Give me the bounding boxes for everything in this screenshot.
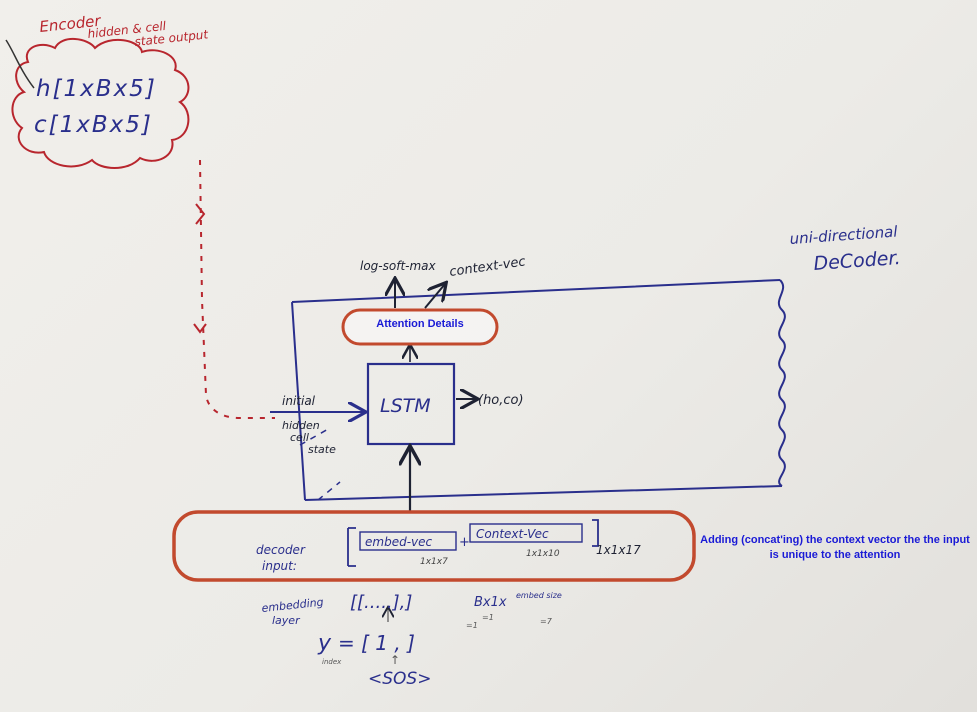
lstm-label: LSTM xyxy=(380,395,431,417)
input-plus-sign: + xyxy=(459,535,470,550)
lstm-output-label: (ho,co) xyxy=(478,393,524,408)
sos-token: <SOS> xyxy=(368,669,431,689)
y-symbol: y xyxy=(317,631,332,656)
decoder-input-label-line1: decoder xyxy=(256,543,306,557)
embed-vec-box xyxy=(359,531,457,551)
embed-dim-label: 1x1x7 xyxy=(420,557,448,567)
encoder-h-label: h[1xBx5] xyxy=(36,76,157,102)
encoder-to-decoder-path xyxy=(199,159,275,419)
embedding-sub-b: =1 xyxy=(482,613,494,622)
context-vec-output-label: context-vec xyxy=(448,254,526,280)
decoder-input-label-line2: input: xyxy=(262,559,297,573)
adding-context-note: Adding (concat'ing) the context vector t… xyxy=(700,534,970,561)
attention-callout-label: Attention Details xyxy=(376,318,464,330)
context-vec-input-label: Context-Vec xyxy=(476,527,549,541)
y-vector: = [ 1 , ] xyxy=(338,631,415,655)
embedding-shape-sup: embed size xyxy=(516,591,562,600)
decoder-box-hatch xyxy=(299,427,341,501)
y-subscript: index xyxy=(322,658,342,666)
total-dim-label: 1x1x17 xyxy=(596,543,641,557)
attention-callout xyxy=(341,308,499,346)
input-close-bracket xyxy=(592,519,599,547)
y-up-arrow: ↑ xyxy=(390,653,400,667)
decoder-title-line1: uni-directional xyxy=(789,222,899,248)
encoder-path-chevron-2 xyxy=(193,323,207,334)
encoder-c-label: c[1xBx5] xyxy=(34,112,153,138)
context-vec-arrow xyxy=(424,284,445,309)
encoder-cloud xyxy=(11,38,190,169)
context-vec-box xyxy=(469,523,583,543)
initial-state-line2: hidden xyxy=(282,419,320,432)
decoder-box xyxy=(291,279,783,501)
initial-state-line1: initial xyxy=(282,394,316,408)
embedding-label-line2: layer xyxy=(272,614,301,627)
y-sub: =1 xyxy=(466,621,478,630)
initial-state-line3: cell xyxy=(290,431,309,444)
decoder-input-callout xyxy=(172,510,696,582)
decoder-title-line2: DeCoder. xyxy=(813,247,901,275)
embed-vec-label: embed-vec xyxy=(365,535,433,549)
embedding-sub-size: =7 xyxy=(540,617,553,626)
input-open-bracket xyxy=(347,527,356,567)
initial-state-line4: state xyxy=(308,443,336,456)
log-softmax-label: log-soft-max xyxy=(360,259,437,273)
context-dim-label: 1x1x10 xyxy=(526,549,560,559)
encoder-pointer-curve xyxy=(5,39,35,89)
embedding-label-line1: embedding xyxy=(261,596,324,615)
embedding-shape: Bx1x xyxy=(474,595,507,610)
encoder-path-chevron-1 xyxy=(195,203,206,225)
embedding-vector: [[.....],] xyxy=(350,592,412,613)
decoder-box-wavy-edge xyxy=(777,279,786,487)
